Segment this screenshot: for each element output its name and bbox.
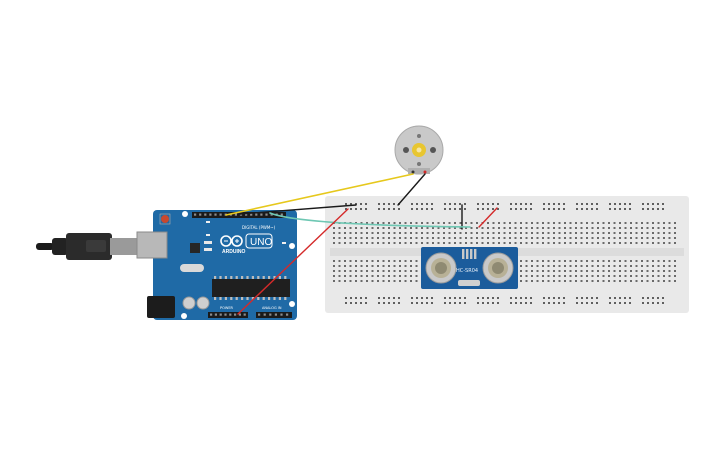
bottom-header-pins [210, 313, 289, 316]
digital-header [192, 212, 286, 218]
usb-plug-metal [110, 238, 138, 255]
wire-red[interactable] [478, 207, 498, 228]
dc-motor[interactable] [394, 125, 444, 175]
led [282, 242, 286, 244]
usb-port [136, 231, 168, 259]
wire-black[interactable] [239, 204, 357, 215]
digital-label: DIGITAL (PWM~) [242, 225, 276, 230]
wire-red[interactable] [237, 208, 349, 315]
mounting-hole [181, 313, 187, 319]
usb-chip [190, 243, 200, 253]
power-label: POWER [220, 306, 234, 310]
capacitor [182, 296, 196, 310]
usb-cable-strain-relief [52, 238, 68, 255]
sensor-pins [462, 249, 477, 259]
capacitor [196, 296, 210, 310]
analog-header [256, 312, 292, 318]
arduino-brand: ARDUINO [222, 249, 245, 255]
atmega-chip-pins [214, 276, 287, 300]
motor-mount-hole [403, 147, 409, 153]
mounting-hole [182, 211, 188, 217]
led [206, 221, 210, 223]
atmega-chip [212, 279, 290, 297]
arduino-logo [220, 235, 243, 247]
wire-black[interactable] [397, 173, 426, 206]
reset-button[interactable] [161, 215, 169, 223]
power-jack [147, 296, 175, 318]
usb-plug-logo-area [86, 240, 106, 252]
usb-cable-tail [36, 243, 54, 250]
arduino-model: UNO [250, 237, 272, 248]
wire-teal[interactable] [269, 212, 471, 228]
wire-yellow[interactable] [225, 173, 414, 216]
arduino-uno[interactable]: DIGITAL (PWM~) ARDUINO UNO POWER ANALOG … [136, 210, 297, 320]
led [206, 234, 210, 236]
sensor-label: HC-SR04 [456, 268, 478, 274]
ultrasonic-sensor[interactable]: HC-SR04 [421, 247, 518, 289]
usb-cable[interactable] [36, 233, 138, 260]
crystal-oscillator [180, 264, 204, 272]
motor-terminal-block [408, 168, 430, 174]
sensor-crystal [458, 280, 480, 286]
wires[interactable] [225, 173, 498, 315]
mounting-hole [289, 301, 295, 307]
power-header [208, 312, 248, 318]
motor-mount-hole [430, 147, 436, 153]
analog-label: ANALOG IN [262, 306, 282, 310]
breadboard-holes [333, 203, 676, 304]
mounting-hole [289, 243, 295, 249]
